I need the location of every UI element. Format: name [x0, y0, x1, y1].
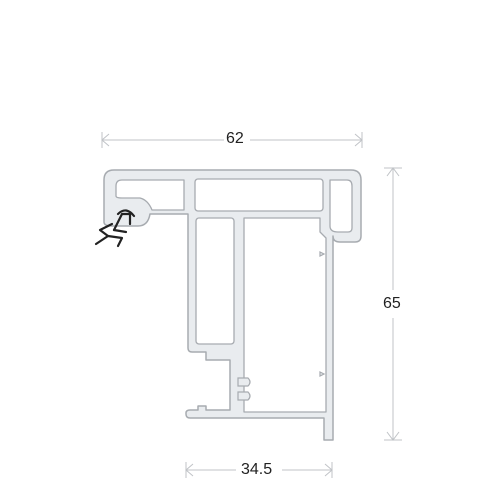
chamber-top-main — [194, 178, 324, 212]
dimension-top — [101, 132, 363, 148]
seal-gasket-icon — [94, 209, 136, 248]
dimension-right — [384, 167, 402, 441]
profile-ribs — [237, 251, 326, 401]
chamber-left-column — [195, 217, 235, 345]
dimension-top-label: 62 — [226, 130, 244, 147]
dimension-bottom-label: 34.5 — [241, 461, 273, 478]
dimension-right-label: 65 — [383, 295, 401, 312]
chamber-top-right — [329, 179, 353, 233]
chamber-right-column — [243, 217, 327, 413]
dimension-bottom — [185, 462, 333, 478]
profile-chambers — [115, 178, 353, 413]
chamber-top-left — [115, 179, 185, 211]
